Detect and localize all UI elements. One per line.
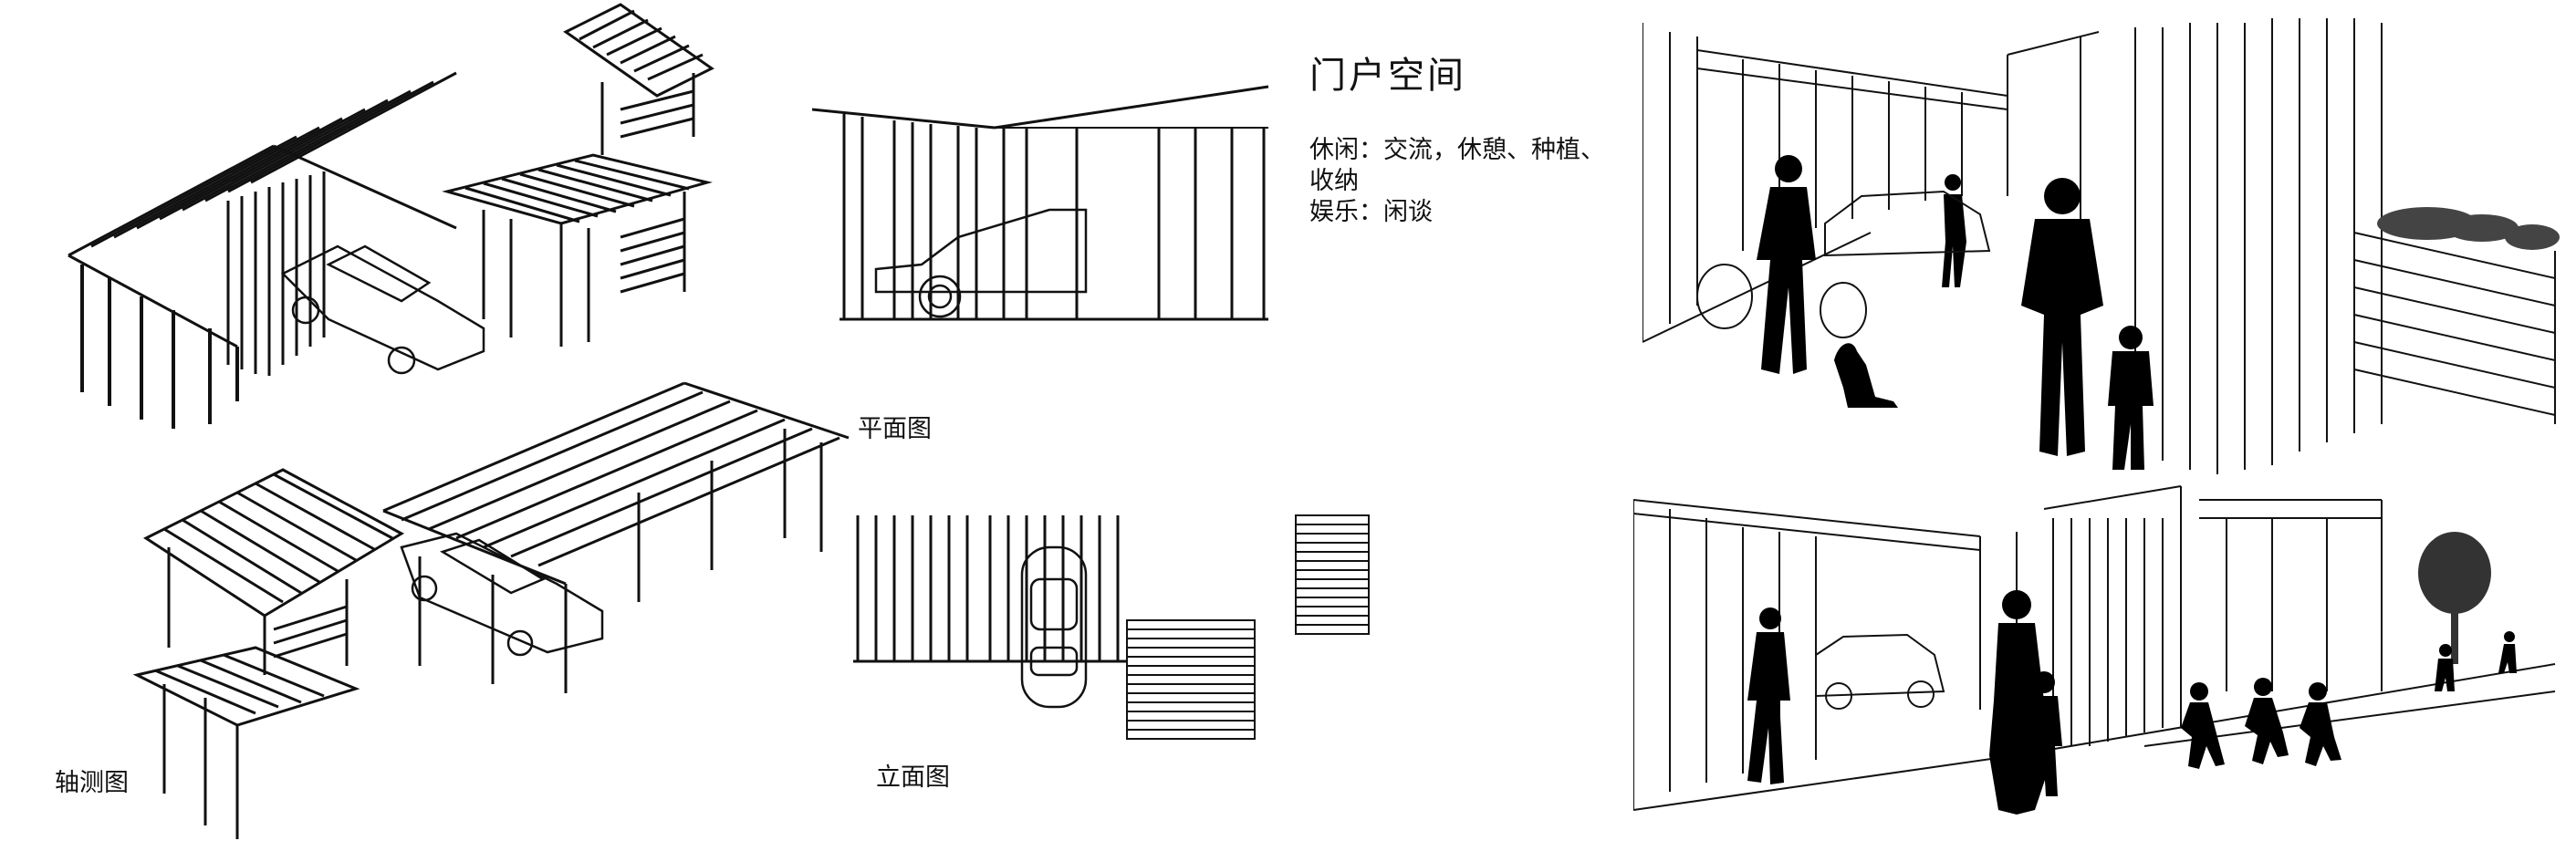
car-drawing bbox=[280, 244, 485, 375]
note-entertainment: 娱乐：闲谈 bbox=[1309, 198, 1433, 226]
elevation-drawing bbox=[812, 82, 1278, 328]
screen-wall bbox=[226, 171, 326, 376]
perspective-top bbox=[1643, 14, 2564, 479]
axonometric-bottom bbox=[128, 374, 858, 839]
page-title: 门户空间 bbox=[1309, 55, 1466, 97]
people-silhouettes bbox=[1757, 155, 2154, 470]
car-drawing-bottom bbox=[400, 532, 604, 657]
planter-greenery bbox=[2377, 207, 2560, 250]
plan-small-slats bbox=[1295, 514, 1370, 635]
axonometric-label: 轴测图 bbox=[55, 769, 129, 797]
tree bbox=[2418, 532, 2491, 664]
pergola-posts bbox=[80, 265, 239, 429]
parked-car bbox=[1824, 190, 1991, 257]
elevation-label: 立面图 bbox=[876, 763, 950, 792]
elevation-slats bbox=[842, 114, 1266, 319]
pergola-rafters bbox=[68, 71, 457, 348]
front-roof bbox=[132, 646, 360, 839]
plan-label: 平面图 bbox=[858, 415, 932, 443]
long-pergola bbox=[382, 381, 850, 693]
plan-car bbox=[1020, 545, 1088, 709]
parked-car-bottom bbox=[1815, 633, 1945, 710]
people-silhouettes-bottom bbox=[1747, 590, 2517, 815]
elevation-car bbox=[874, 208, 1088, 318]
notes: 休闲：交流，休憩、种植、收纳 娱乐：闲谈 bbox=[1309, 135, 1611, 228]
plan-vertical-slats bbox=[853, 515, 1127, 663]
plan-drawing bbox=[853, 511, 1382, 748]
plan-horizontal-slats bbox=[1126, 619, 1256, 740]
axonometric-top bbox=[55, 0, 748, 429]
perspective-bottom bbox=[1633, 482, 2564, 841]
note-leisure: 休闲：交流，休憩、种植、收纳 bbox=[1309, 136, 1605, 195]
upper-roof bbox=[563, 3, 714, 155]
shopping-bags bbox=[1696, 264, 1867, 338]
shed bbox=[442, 153, 713, 347]
left-shed bbox=[142, 468, 405, 675]
